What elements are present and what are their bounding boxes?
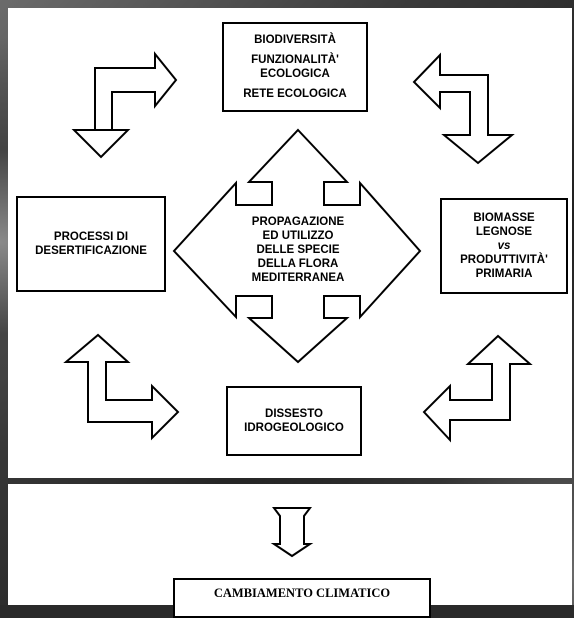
box-biodiversity: BIODIVERSITÀ FUNZIONALITÀ' ECOLOGICA RET… bbox=[222, 22, 368, 112]
biomass-line-2: LEGNOSE bbox=[475, 226, 533, 238]
desertification-line-1: PROCESSI DI bbox=[53, 231, 129, 243]
center-line-4: DELLA FLORA bbox=[257, 258, 339, 270]
double-arrow bbox=[270, 507, 314, 558]
elbow-arrow-bottom-left bbox=[63, 333, 180, 441]
center-line-1: PROPAGAZIONE bbox=[251, 216, 345, 228]
elbow-arrow-top-right bbox=[412, 52, 515, 165]
ecological-label: ECOLOGICA bbox=[260, 68, 330, 80]
central-cross-arrow bbox=[172, 128, 422, 364]
box-climate-change: CAMBIAMENTO CLIMATICO bbox=[173, 578, 431, 618]
elbow-arrow-bottom-right bbox=[422, 334, 533, 443]
box-desertification: PROCESSI DI DESERTIFICAZIONE bbox=[16, 196, 166, 292]
climate-change-label: CAMBIAMENTO CLIMATICO bbox=[213, 586, 391, 600]
center-line-2: ED UTILIZZO bbox=[262, 230, 334, 242]
hydrogeological-line-1: DISSESTO bbox=[265, 408, 323, 420]
biodiversity-label: BIODIVERSITÀ bbox=[254, 34, 336, 46]
biomass-vs: vs bbox=[497, 240, 511, 252]
biomass-line-1: BIOMASSE bbox=[473, 212, 535, 224]
ecological-function-label: FUNZIONALITÀ' bbox=[251, 54, 339, 66]
arrows-layer bbox=[63, 51, 533, 558]
center-line-5: MEDITERRANEA bbox=[251, 272, 345, 284]
hydrogeological-line-2: IDROGEOLOGICO bbox=[244, 422, 344, 434]
desertification-line-2: DESERTIFICAZIONE bbox=[35, 245, 147, 257]
center-propagation: PROPAGAZIONE ED UTILIZZO DELLE SPECIE DE… bbox=[236, 205, 360, 295]
box-biomass: BIOMASSE LEGNOSE vs PRODUTTIVITÀ' PRIMAR… bbox=[440, 198, 568, 294]
box-hydrogeological: DISSESTO IDROGEOLOGICO bbox=[226, 386, 362, 456]
biomass-line-5: PRIMARIA bbox=[475, 268, 533, 280]
elbow-arrow-top-left bbox=[71, 51, 178, 159]
ecological-network-label: RETE ECOLOGICA bbox=[243, 88, 347, 100]
biomass-line-4: PRODUTTIVITÀ' bbox=[460, 254, 548, 266]
center-line-3: DELLE SPECIE bbox=[256, 244, 340, 256]
